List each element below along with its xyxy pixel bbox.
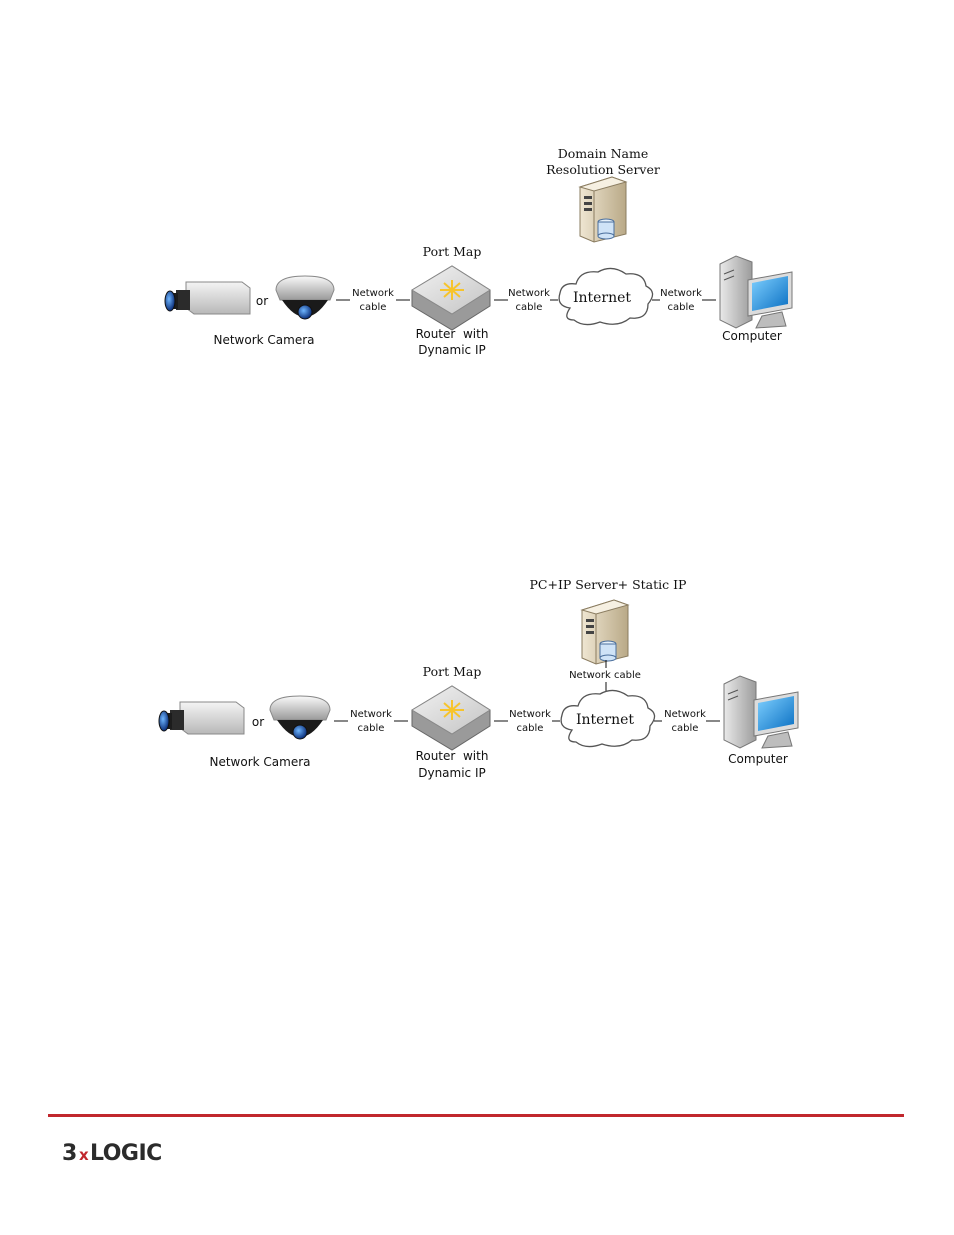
router-label-line2: Dynamic IP <box>418 343 486 357</box>
server-label-line1: Domain Name <box>558 146 649 161</box>
router-icon <box>412 686 490 750</box>
cable-3-label-line2: cable <box>672 723 699 734</box>
svg-text:3: 3 <box>62 1141 77 1166</box>
cable-1-label-line1: Network <box>352 288 394 299</box>
internet-label: Internet <box>576 712 634 728</box>
ddns-diagram-canvas: Domain Name Resolution Server Port Map o… <box>0 130 954 380</box>
svg-text:x: x <box>79 1146 89 1164</box>
port-map-label: Port Map <box>423 664 482 679</box>
ddns-diagram: Domain Name Resolution Server Port Map o… <box>0 130 954 380</box>
or-label: or <box>256 294 268 308</box>
computer-label: Computer <box>722 329 782 343</box>
dns-server-icon <box>580 177 626 242</box>
cable-2-label-line1: Network <box>508 288 550 299</box>
company-logo: 3 x LOGIC <box>62 1138 202 1168</box>
bullet-camera-icon <box>159 702 244 734</box>
router-icon <box>412 266 490 330</box>
or-label: or <box>252 715 264 729</box>
computer-icon <box>720 256 792 328</box>
server-cable-label: Network cable <box>569 670 641 681</box>
router-label-line1: Router with <box>416 749 489 763</box>
bullet-camera-icon <box>165 282 250 314</box>
cable-1-label-line2: cable <box>360 302 387 313</box>
router-label-line1: Router with <box>416 327 489 341</box>
dome-camera-icon <box>270 696 330 739</box>
computer-label: Computer <box>728 752 788 766</box>
server-label-line2: Resolution Server <box>546 162 660 177</box>
camera-label: Network Camera <box>209 755 310 769</box>
port-map-label: Port Map <box>423 244 482 259</box>
cable-3-label-line2: cable <box>668 302 695 313</box>
cable-2-label-line2: cable <box>517 723 544 734</box>
svg-text:LOGIC: LOGIC <box>90 1141 162 1166</box>
cable-1-label-line1: Network <box>350 709 392 720</box>
logo-3xlogic: 3 x LOGIC <box>62 1138 202 1168</box>
server-label: PC+IP Server+ Static IP <box>530 577 687 592</box>
cable-2-label-line2: cable <box>516 302 543 313</box>
camera-label: Network Camera <box>213 333 314 347</box>
static-ip-diagram: PC+IP Server+ Static IP Network cable Po… <box>0 560 954 800</box>
cable-2-label-line1: Network <box>509 709 551 720</box>
cable-3-label-line1: Network <box>664 709 706 720</box>
dome-camera-icon <box>276 276 334 319</box>
ip-server-icon <box>582 600 628 664</box>
footer-rule <box>48 1114 904 1117</box>
cable-1-label-line2: cable <box>358 723 385 734</box>
static-ip-diagram-canvas: PC+IP Server+ Static IP Network cable Po… <box>0 560 954 800</box>
cable-3-label-line1: Network <box>660 288 702 299</box>
computer-icon <box>724 676 798 748</box>
internet-label: Internet <box>573 290 631 306</box>
router-label-line2: Dynamic IP <box>418 766 486 780</box>
